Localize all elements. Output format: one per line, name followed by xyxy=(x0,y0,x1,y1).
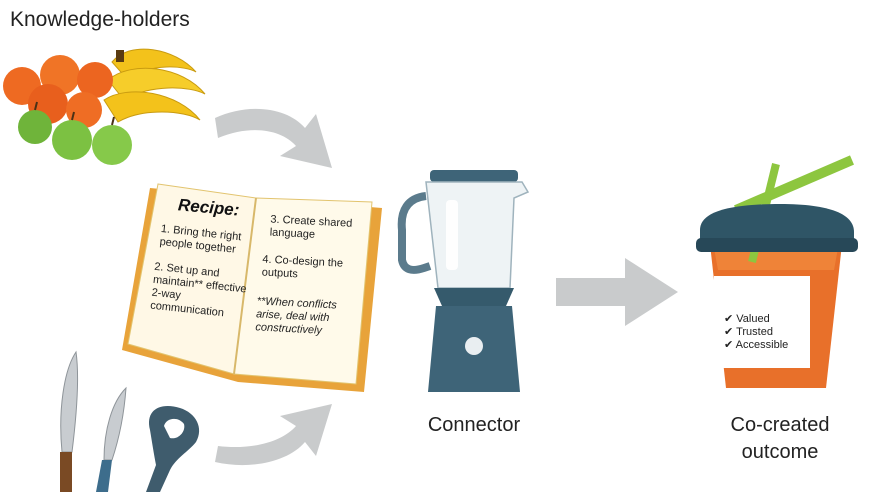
smoothie-cup-illustration xyxy=(696,155,858,388)
blender-illustration xyxy=(397,170,530,392)
outcome-label-line1: Co-created xyxy=(730,414,830,436)
recipe-step-3: 3. Create shared language xyxy=(269,213,353,241)
utensils-illustration xyxy=(60,350,200,492)
knowledge-holders-title: Knowledge-holders xyxy=(10,8,190,31)
cup-label-item-accessible: ✔ Accessible xyxy=(724,338,814,351)
cup-label-list: ✔ Valued ✔ Trusted ✔ Accessible xyxy=(724,312,814,351)
fruit-illustration xyxy=(3,48,206,165)
recipe-note: **When conflicts arise, deal with constr… xyxy=(255,295,338,337)
co-created-outcome-label: Co-created outcome xyxy=(700,412,860,466)
outcome-label-line2: outcome xyxy=(741,441,819,463)
cup-label-item-trusted: ✔ Trusted xyxy=(724,325,814,338)
top-arrow xyxy=(215,108,332,168)
connector-label: Connector xyxy=(427,414,521,436)
recipe-step-2: 2. Set up and maintain** effective 2-way… xyxy=(149,260,248,320)
middle-arrow xyxy=(556,258,678,326)
checkmark-icon: ✔ xyxy=(724,313,737,325)
checkmark-icon: ✔ xyxy=(724,339,736,351)
cup-label-accessible: Accessible xyxy=(735,339,789,351)
checkmark-icon: ✔ xyxy=(724,326,737,338)
recipe-book xyxy=(122,183,382,392)
bottom-arrow xyxy=(215,404,332,466)
cup-label-item-valued: ✔ Valued xyxy=(724,312,814,325)
recipe-step-4: 4. Co-design the outputs xyxy=(261,253,344,281)
cup-label-trusted: Trusted xyxy=(736,326,773,338)
cup-label-valued: Valued xyxy=(736,313,770,325)
